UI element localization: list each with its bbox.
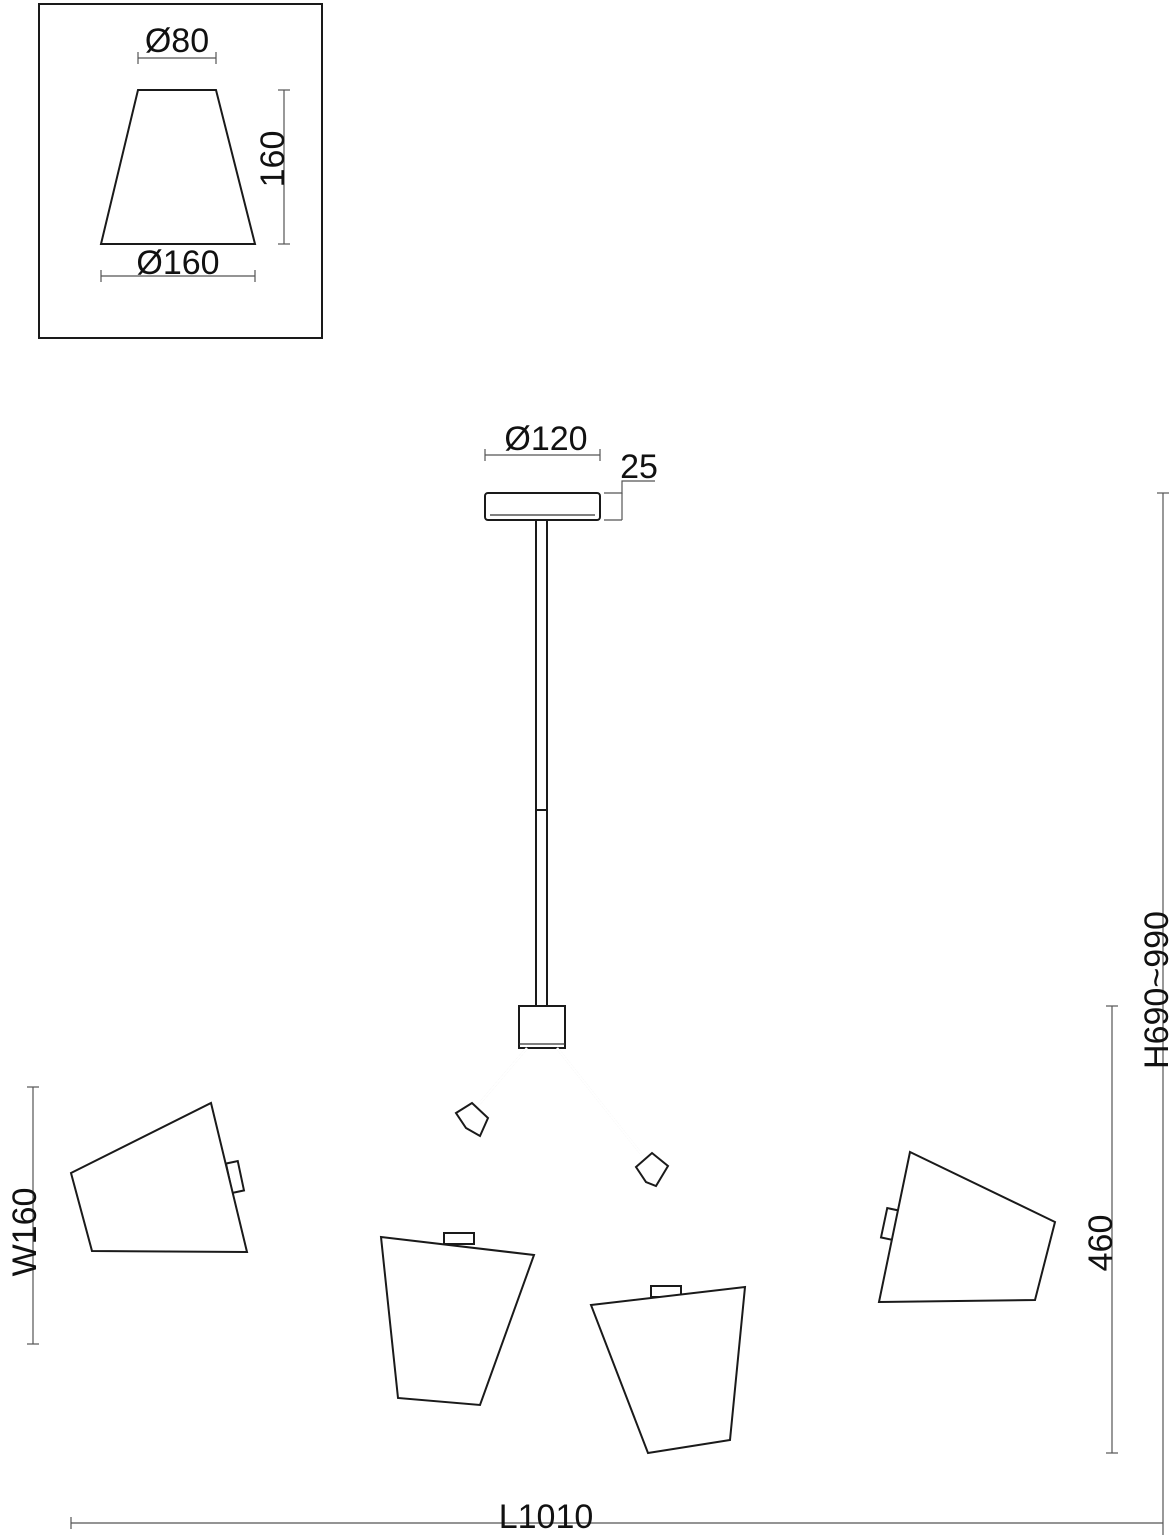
lamp-shades: [69, 1101, 1057, 1455]
inset-height-label: 160: [254, 131, 292, 188]
canopy: Ø120 25: [484, 420, 658, 521]
canopy-thickness-label: 25: [620, 448, 658, 486]
width-dimension: W160: [6, 1086, 44, 1345]
height-dimension: H690~990: [1138, 492, 1176, 1535]
inset-shade: [99, 89, 257, 245]
inset-bottom-diameter-label: Ø160: [136, 244, 219, 282]
drop-label: 460: [1082, 1215, 1120, 1272]
inset-frame: [38, 3, 323, 339]
drop-dimension: 460: [1082, 1005, 1120, 1454]
shade-inner-left: [379, 1232, 536, 1407]
width-label: W160: [6, 1188, 44, 1277]
shade-detail-inset: Ø80 160 Ø160: [38, 3, 323, 339]
length-dimension: L1010: [70, 1498, 1163, 1536]
shade-inner-right: [589, 1285, 747, 1455]
canopy-plate: [484, 492, 601, 521]
arm-joints: [454, 1101, 670, 1188]
arms: [237, 1047, 891, 1289]
inset-top-diameter-label: Ø80: [145, 22, 209, 60]
shade-far-right: [877, 1150, 1057, 1304]
canopy-diameter-label: Ø120: [504, 420, 587, 458]
canopy-thickness-dim-line: [604, 480, 655, 494]
height-label: H690~990: [1138, 911, 1176, 1069]
suspension-rod: [535, 519, 548, 1007]
hub: [518, 1005, 566, 1049]
length-label: L1010: [499, 1498, 594, 1536]
shade-far-left: [69, 1101, 249, 1254]
